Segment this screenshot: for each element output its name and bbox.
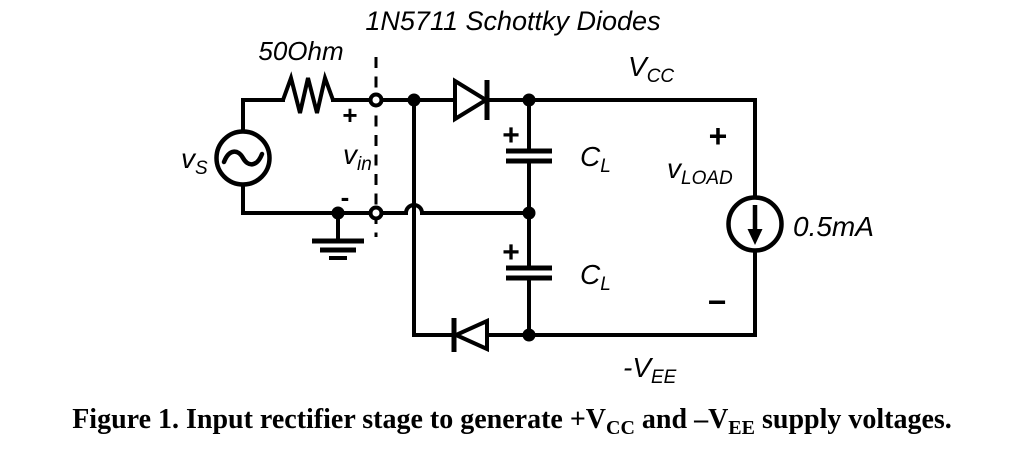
capacitor-plates [506,148,552,281]
caption-part3: supply voltages. [755,404,952,435]
caption-part2: and –V [635,404,728,435]
wires [241,98,757,337]
diode-top-triangle [453,77,490,123]
figure-caption: Figure 1. Input rectifier stage to gener… [72,404,952,439]
current-source-value-label: 0.5mA [793,211,874,242]
junction-dot [522,328,536,342]
wire-bottom-left-with-hop [241,184,531,215]
junction-dot [522,93,536,107]
cap-top-label-sub: L [600,156,611,177]
vload-label: vLOAD [667,153,733,189]
vload-label-base: v [667,153,683,184]
sine-wave-icon [221,149,265,167]
vee-label-base: -V [623,352,653,383]
cap-bottom-plus-marker: + [502,236,520,269]
input-terminal-positive [368,92,384,108]
cap-bottom-label-base: C [580,259,601,290]
schottky-diode-bottom-icon [451,317,489,353]
cap-top-label: CL [580,141,611,177]
source-label: vS [181,143,208,179]
cap-top-plus-marker: + [502,119,520,152]
diode-bottom-triangle [451,317,489,353]
diodes-title-label: 1N5711 Schottky Diodes [365,6,660,36]
caption-sub2: EE [728,417,755,439]
junction-dots [331,93,536,342]
current-source-symbol [726,195,784,253]
source-label-base: v [181,143,197,174]
vload-label-sub: LOAD [681,168,733,189]
caption-part1: Figure 1. Input rectifier stage to gener… [72,404,606,435]
wire-source-top [241,98,285,133]
resistor-symbol [281,70,335,114]
resistor-value-label: 50Ohm [258,36,343,66]
vin-minus-marker: - [341,182,350,212]
vin-label-sub: in [357,154,372,175]
schottky-diode-top-icon [453,77,490,123]
vin-label: vin [343,139,372,175]
vcc-rail-label: VCC [628,51,674,87]
vin-label-base: v [343,139,359,170]
vin-plus-marker: + [342,100,357,130]
cap-bottom-label: CL [580,259,611,295]
vee-label-sub: EE [651,367,677,388]
caption-sub1: CC [606,417,635,439]
cap-bottom-label-sub: L [600,274,611,295]
vcc-label-sub: CC [647,66,675,87]
input-terminal-negative [368,205,384,221]
cap-top-label-base: C [580,141,601,172]
current-arrow-head [747,229,763,245]
ac-voltage-source-symbol [214,129,272,187]
vee-rail-label: -VEE [623,352,677,388]
junction-dot [522,206,536,220]
vload-minus-marker: − [708,284,727,320]
junction-dot [407,93,421,107]
junction-dot [331,206,345,220]
ground-icon [312,238,364,260]
vload-plus-marker: + [709,118,728,154]
source-label-sub: S [195,158,208,179]
vcc-label-base: V [628,51,649,82]
